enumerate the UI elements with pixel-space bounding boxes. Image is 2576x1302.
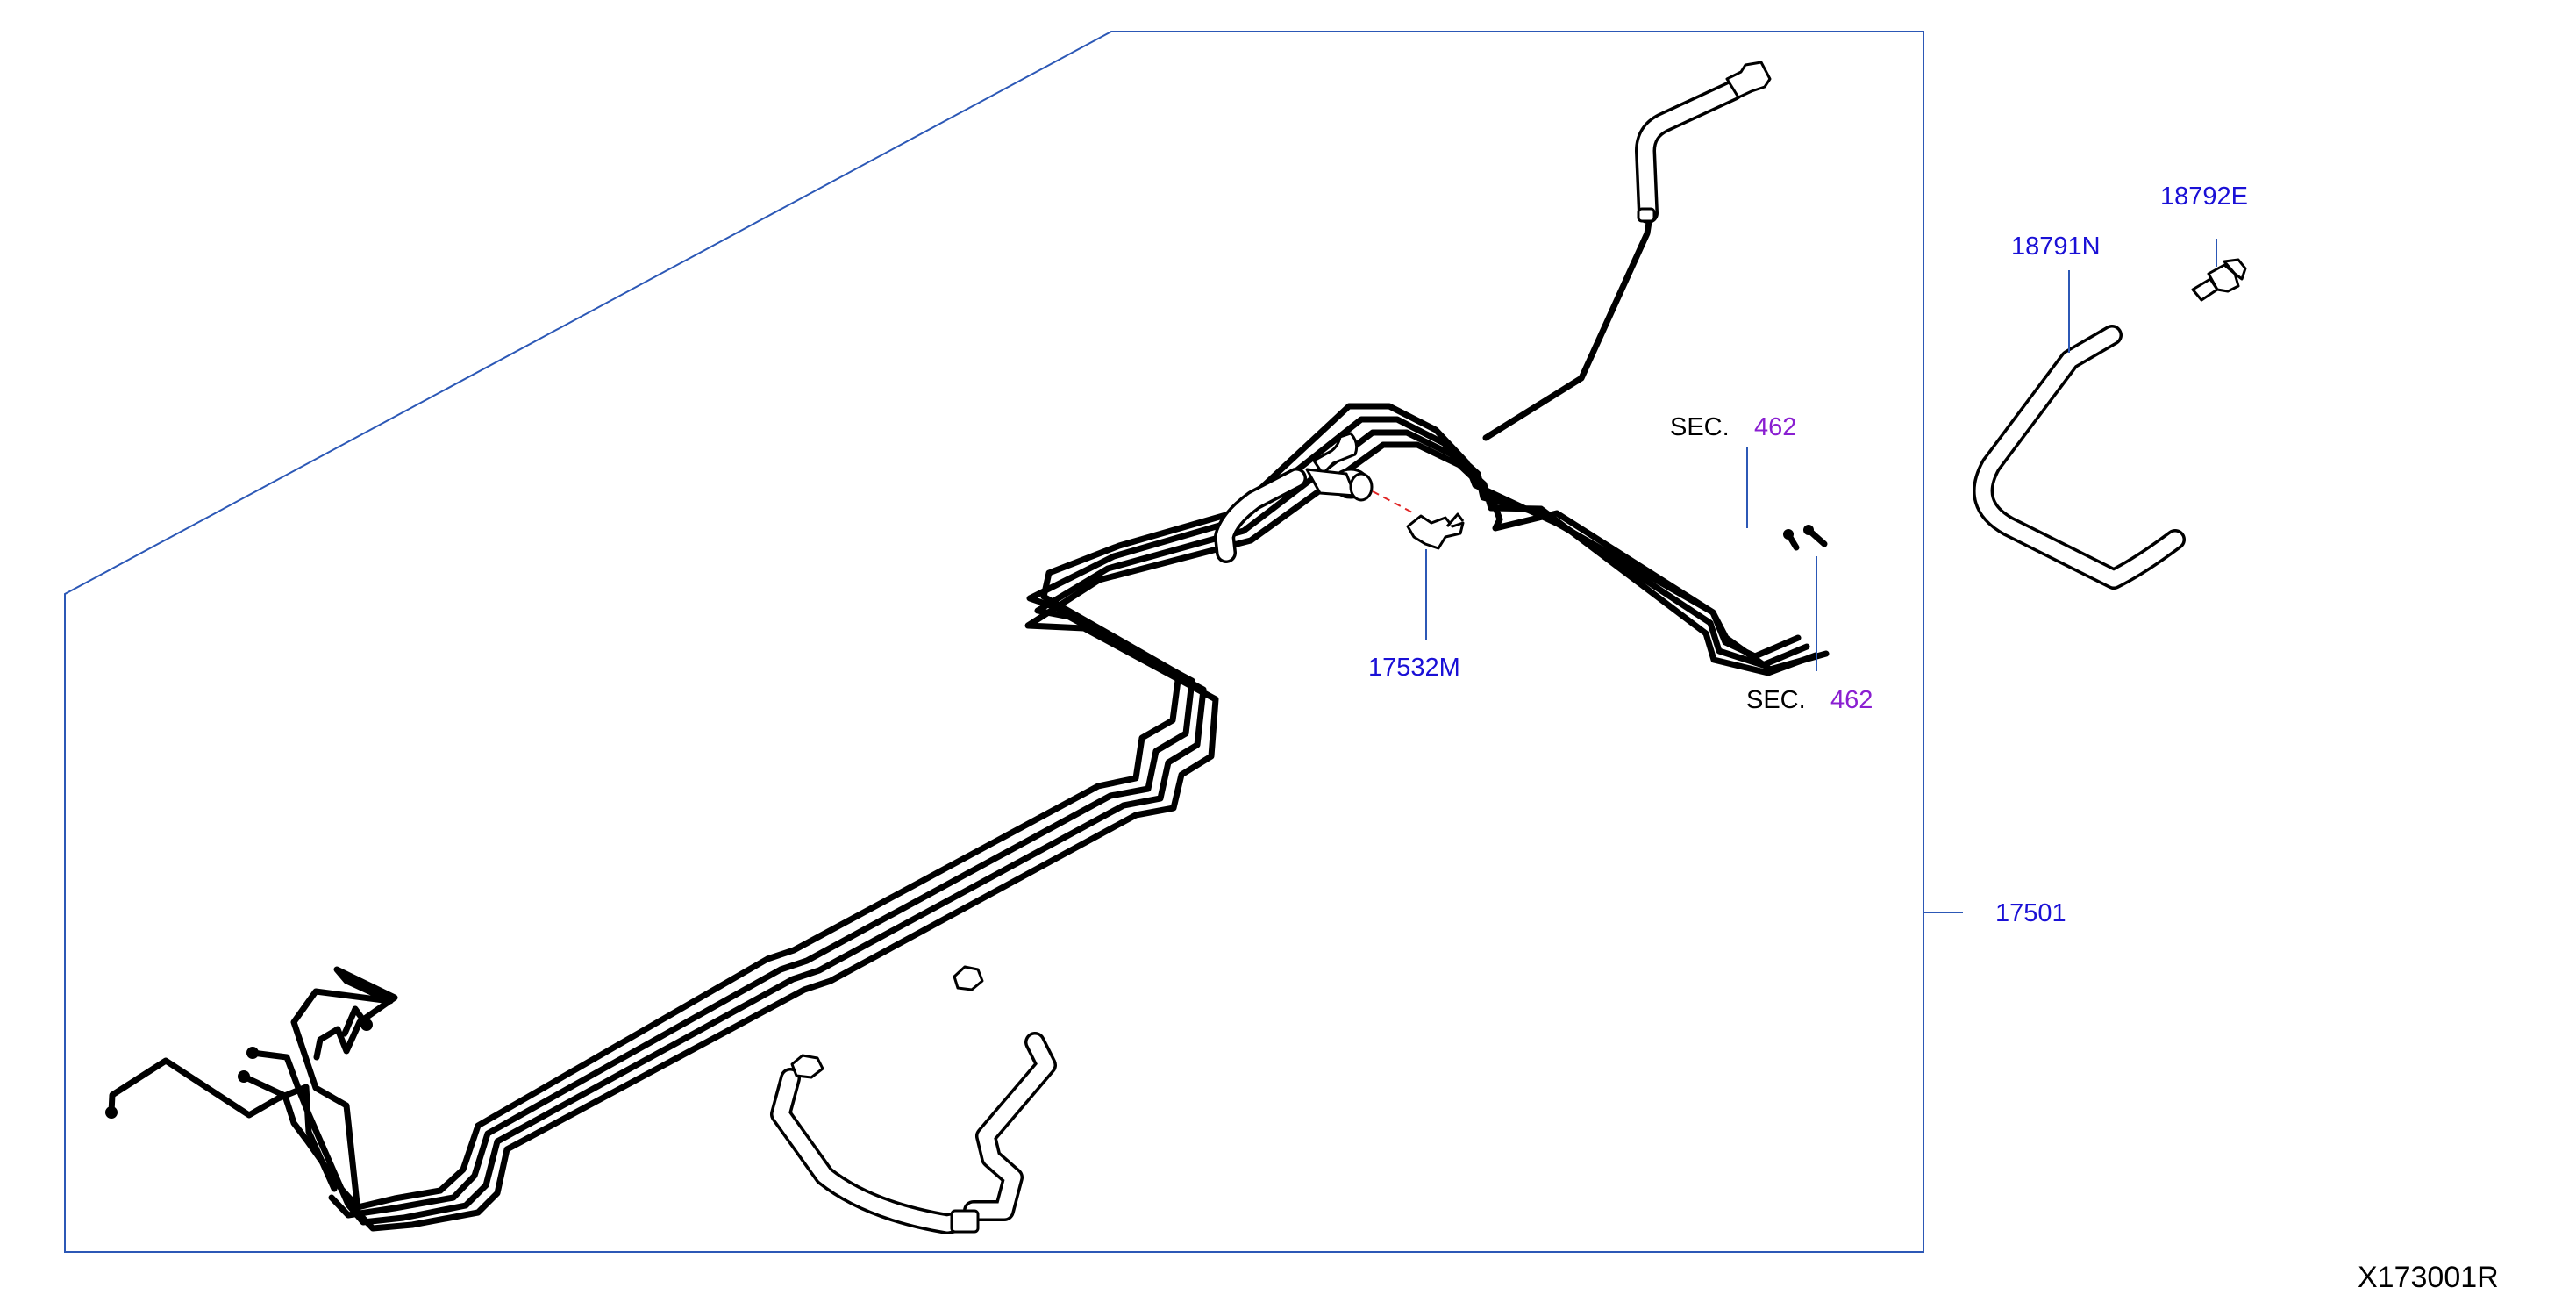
leaders	[1425, 239, 2217, 913]
hose-18791n-outline	[1973, 325, 2186, 590]
tube-end-fitting	[246, 1047, 259, 1059]
connector-flange	[2223, 258, 2247, 281]
hose-18791n	[1973, 325, 2186, 590]
section-ref-prefix: SEC.	[1746, 686, 1806, 714]
tube-end-stub	[1805, 526, 1828, 547]
callout-18791n: 18791N	[2011, 232, 2101, 261]
tube-line-4	[353, 441, 1830, 1232]
filler-connector	[1725, 61, 1772, 99]
tube-line-3	[345, 429, 1819, 1226]
section-ref-number: 462	[1754, 413, 1796, 441]
clip-part	[1406, 512, 1465, 550]
connector-18792e	[2191, 258, 2247, 302]
hose-clamp-icon	[953, 965, 984, 991]
lower-hose-fill	[773, 1070, 968, 1232]
section-ref-number: 462	[1830, 686, 1873, 714]
front-line-b	[240, 1073, 345, 1192]
section-ref-prefix: SEC.	[1670, 413, 1730, 441]
front-line-d	[290, 966, 398, 1215]
evap-hose	[1214, 432, 1415, 563]
vapor-tube-line	[1482, 213, 1653, 441]
hose-coupler	[950, 1209, 980, 1234]
front-line-a	[108, 1057, 338, 1192]
rear-tube-ends	[1783, 525, 1828, 551]
dashed-guide-line	[1372, 490, 1415, 514]
hose-clamp-icon	[790, 1054, 824, 1079]
vapor-tube-bend-fill	[1638, 82, 1741, 221]
tube-end-fitting	[105, 1106, 118, 1119]
vapor-tube-end-cap	[1637, 207, 1656, 223]
hose-joint	[1312, 432, 1359, 476]
diagram-reference-code: X173001R	[2358, 1261, 2499, 1294]
upper-hose-fill	[966, 1034, 1054, 1219]
tube-end-stub	[1785, 531, 1800, 551]
callout-18792e: 18792E	[2160, 182, 2248, 211]
assembly-frame	[64, 31, 1924, 1253]
tube-end-fitting	[238, 1070, 250, 1083]
lower-hose	[770, 965, 1057, 1234]
front-line-e	[341, 1005, 370, 1037]
vapor-tube	[1482, 61, 1772, 441]
hose-joint-end	[1349, 472, 1374, 502]
hose-18791n-fill	[1975, 327, 2183, 587]
front-line-c	[249, 1049, 352, 1208]
callout-17501: 17501	[1995, 899, 2066, 927]
tube-bundle	[328, 403, 1830, 1232]
front-tube-ends	[105, 966, 398, 1215]
tube-end-fitting	[360, 1019, 373, 1031]
connector-body	[2207, 263, 2240, 293]
clip-tab	[1445, 512, 1465, 527]
evap-hose-fill	[1217, 470, 1304, 561]
callout-17532m: 17532M	[1368, 654, 1460, 682]
